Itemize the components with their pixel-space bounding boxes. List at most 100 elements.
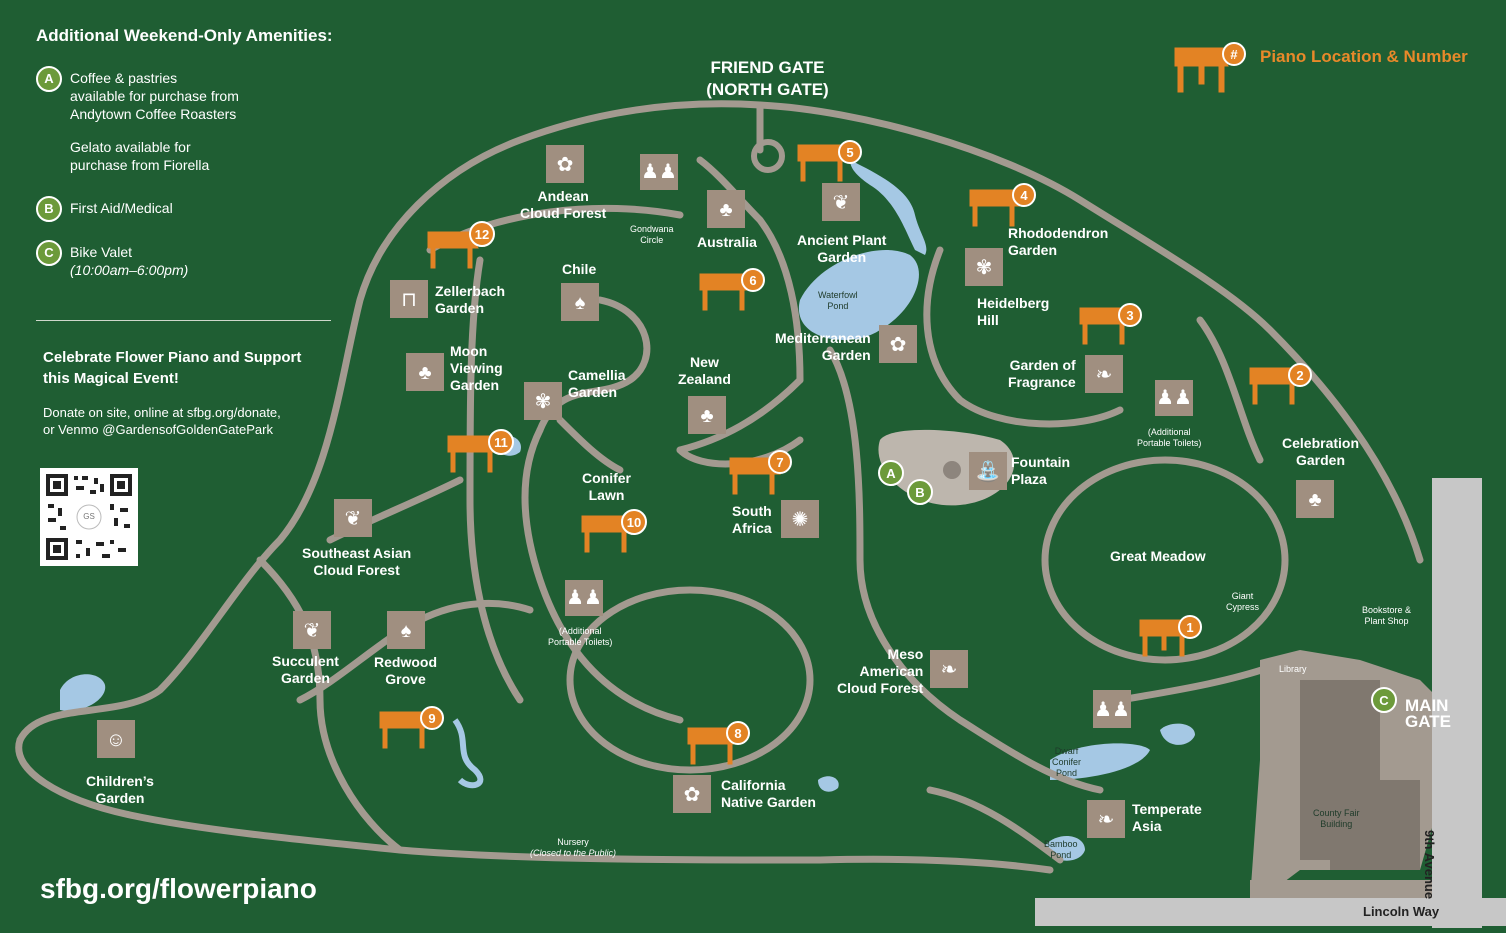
piano-numbers: 1 2 3 4 5 6 7 8 9 10 11 12 # xyxy=(420,42,1312,745)
icon-glyphs: ✿ ♟♟ ♣ ❦ ✾ ⊓ ♠ ❧ ✿ ♣ ✾ ♣ ♟♟ ⛲ ♣ ✺ ❦ ♟♟ ❦… xyxy=(106,154,1322,831)
piano-number: 5 xyxy=(846,145,853,160)
bird-icon xyxy=(334,499,372,537)
svg-text:♣: ♣ xyxy=(700,405,713,427)
piano-11 xyxy=(447,435,499,473)
ninth-avenue-label: 9th Avenue xyxy=(1422,830,1437,900)
svg-text:❧: ❧ xyxy=(941,659,958,681)
restroom-icon xyxy=(565,580,603,616)
flower-icon xyxy=(879,325,917,363)
piano-number: 2 xyxy=(1296,368,1303,383)
svg-text:⛲: ⛲ xyxy=(976,459,1001,483)
restroom-icon xyxy=(640,154,678,190)
conifer-icon xyxy=(387,611,425,649)
tree-icon xyxy=(688,396,726,434)
children-icon xyxy=(97,720,135,758)
piano-number: 8 xyxy=(734,726,741,741)
label-nursery: Nursery(Closed to the Public) xyxy=(530,837,617,858)
piano-4 xyxy=(969,189,1021,227)
main-gate-area xyxy=(1035,478,1506,928)
pianos xyxy=(379,47,1301,765)
amenity-c-text: Bike Valet (10:00am–6:00pm) xyxy=(70,244,189,278)
amenity-gelato-text: Gelato available for purchase from Fiore… xyxy=(70,139,210,173)
restroom-icon xyxy=(1155,380,1193,416)
fern-icon xyxy=(930,650,968,688)
label-australia: Australia xyxy=(697,234,757,250)
badge-a: A xyxy=(886,466,896,481)
pond-small xyxy=(1160,723,1195,745)
fern-icon xyxy=(546,145,584,183)
fern-icon xyxy=(293,611,331,649)
divider xyxy=(36,320,331,321)
website-url[interactable]: sfbg.org/flowerpiano xyxy=(40,873,317,904)
palm-icon xyxy=(1296,480,1334,518)
lavender-icon xyxy=(1085,355,1123,393)
tree-icon xyxy=(707,190,745,228)
svg-text:♣: ♣ xyxy=(719,199,732,221)
piano-number: 10 xyxy=(627,515,641,530)
label-great-meadow: Great Meadow xyxy=(1110,548,1206,564)
piano-12 xyxy=(427,231,479,269)
piano-number: 3 xyxy=(1126,308,1133,323)
fountain-icon xyxy=(969,452,1007,490)
restroom-icon xyxy=(1093,690,1131,728)
svg-text:♟♟: ♟♟ xyxy=(566,587,602,609)
badge-b: B xyxy=(915,485,924,500)
piano-number: 6 xyxy=(749,273,756,288)
svg-text:☺: ☺ xyxy=(106,729,126,751)
qr-code[interactable]: GS xyxy=(40,468,138,566)
icon-tiles xyxy=(97,145,1334,838)
svg-text:♠: ♠ xyxy=(401,620,412,642)
legend-piano-symbol: # xyxy=(1230,47,1238,62)
lincoln-way-label: Lincoln Way xyxy=(1363,904,1440,919)
protea-icon xyxy=(781,500,819,538)
piano-number: 12 xyxy=(475,227,489,242)
flower-icon xyxy=(524,382,562,420)
flower-icon xyxy=(673,775,711,813)
stream xyxy=(850,160,927,255)
support-text: Donate on site, online at sfbg.org/donat… xyxy=(43,405,281,437)
svg-text:⊓: ⊓ xyxy=(401,289,417,311)
iris-icon xyxy=(1087,800,1125,838)
qr-label: GS xyxy=(83,512,95,521)
svg-text:✿: ✿ xyxy=(890,334,907,356)
small-pond-2 xyxy=(818,776,839,792)
childrens-pond xyxy=(60,674,106,711)
svg-text:❧: ❧ xyxy=(1096,364,1113,386)
piano-6 xyxy=(699,273,751,311)
amenity-b-text: First Aid/Medical xyxy=(70,200,173,216)
svg-text:✿: ✿ xyxy=(557,154,574,176)
arch-icon xyxy=(390,280,428,318)
svg-text:♟♟: ♟♟ xyxy=(1094,699,1130,721)
amenity-badge-b: B xyxy=(36,196,62,222)
dwarf-conifer-pond xyxy=(1050,743,1150,780)
rhododendron-icon xyxy=(965,248,1003,286)
legend-label: Piano Location & Number xyxy=(1260,47,1468,66)
piano-9 xyxy=(379,711,431,749)
amenities-title: Additional Weekend-Only Amenities: xyxy=(36,26,333,45)
main-gate-label: MAIN GATE xyxy=(1405,696,1451,731)
svg-text:❧: ❧ xyxy=(1098,809,1115,831)
piano-2 xyxy=(1249,367,1301,405)
svg-text:✿: ✿ xyxy=(684,784,701,806)
bird-icon xyxy=(561,283,599,321)
